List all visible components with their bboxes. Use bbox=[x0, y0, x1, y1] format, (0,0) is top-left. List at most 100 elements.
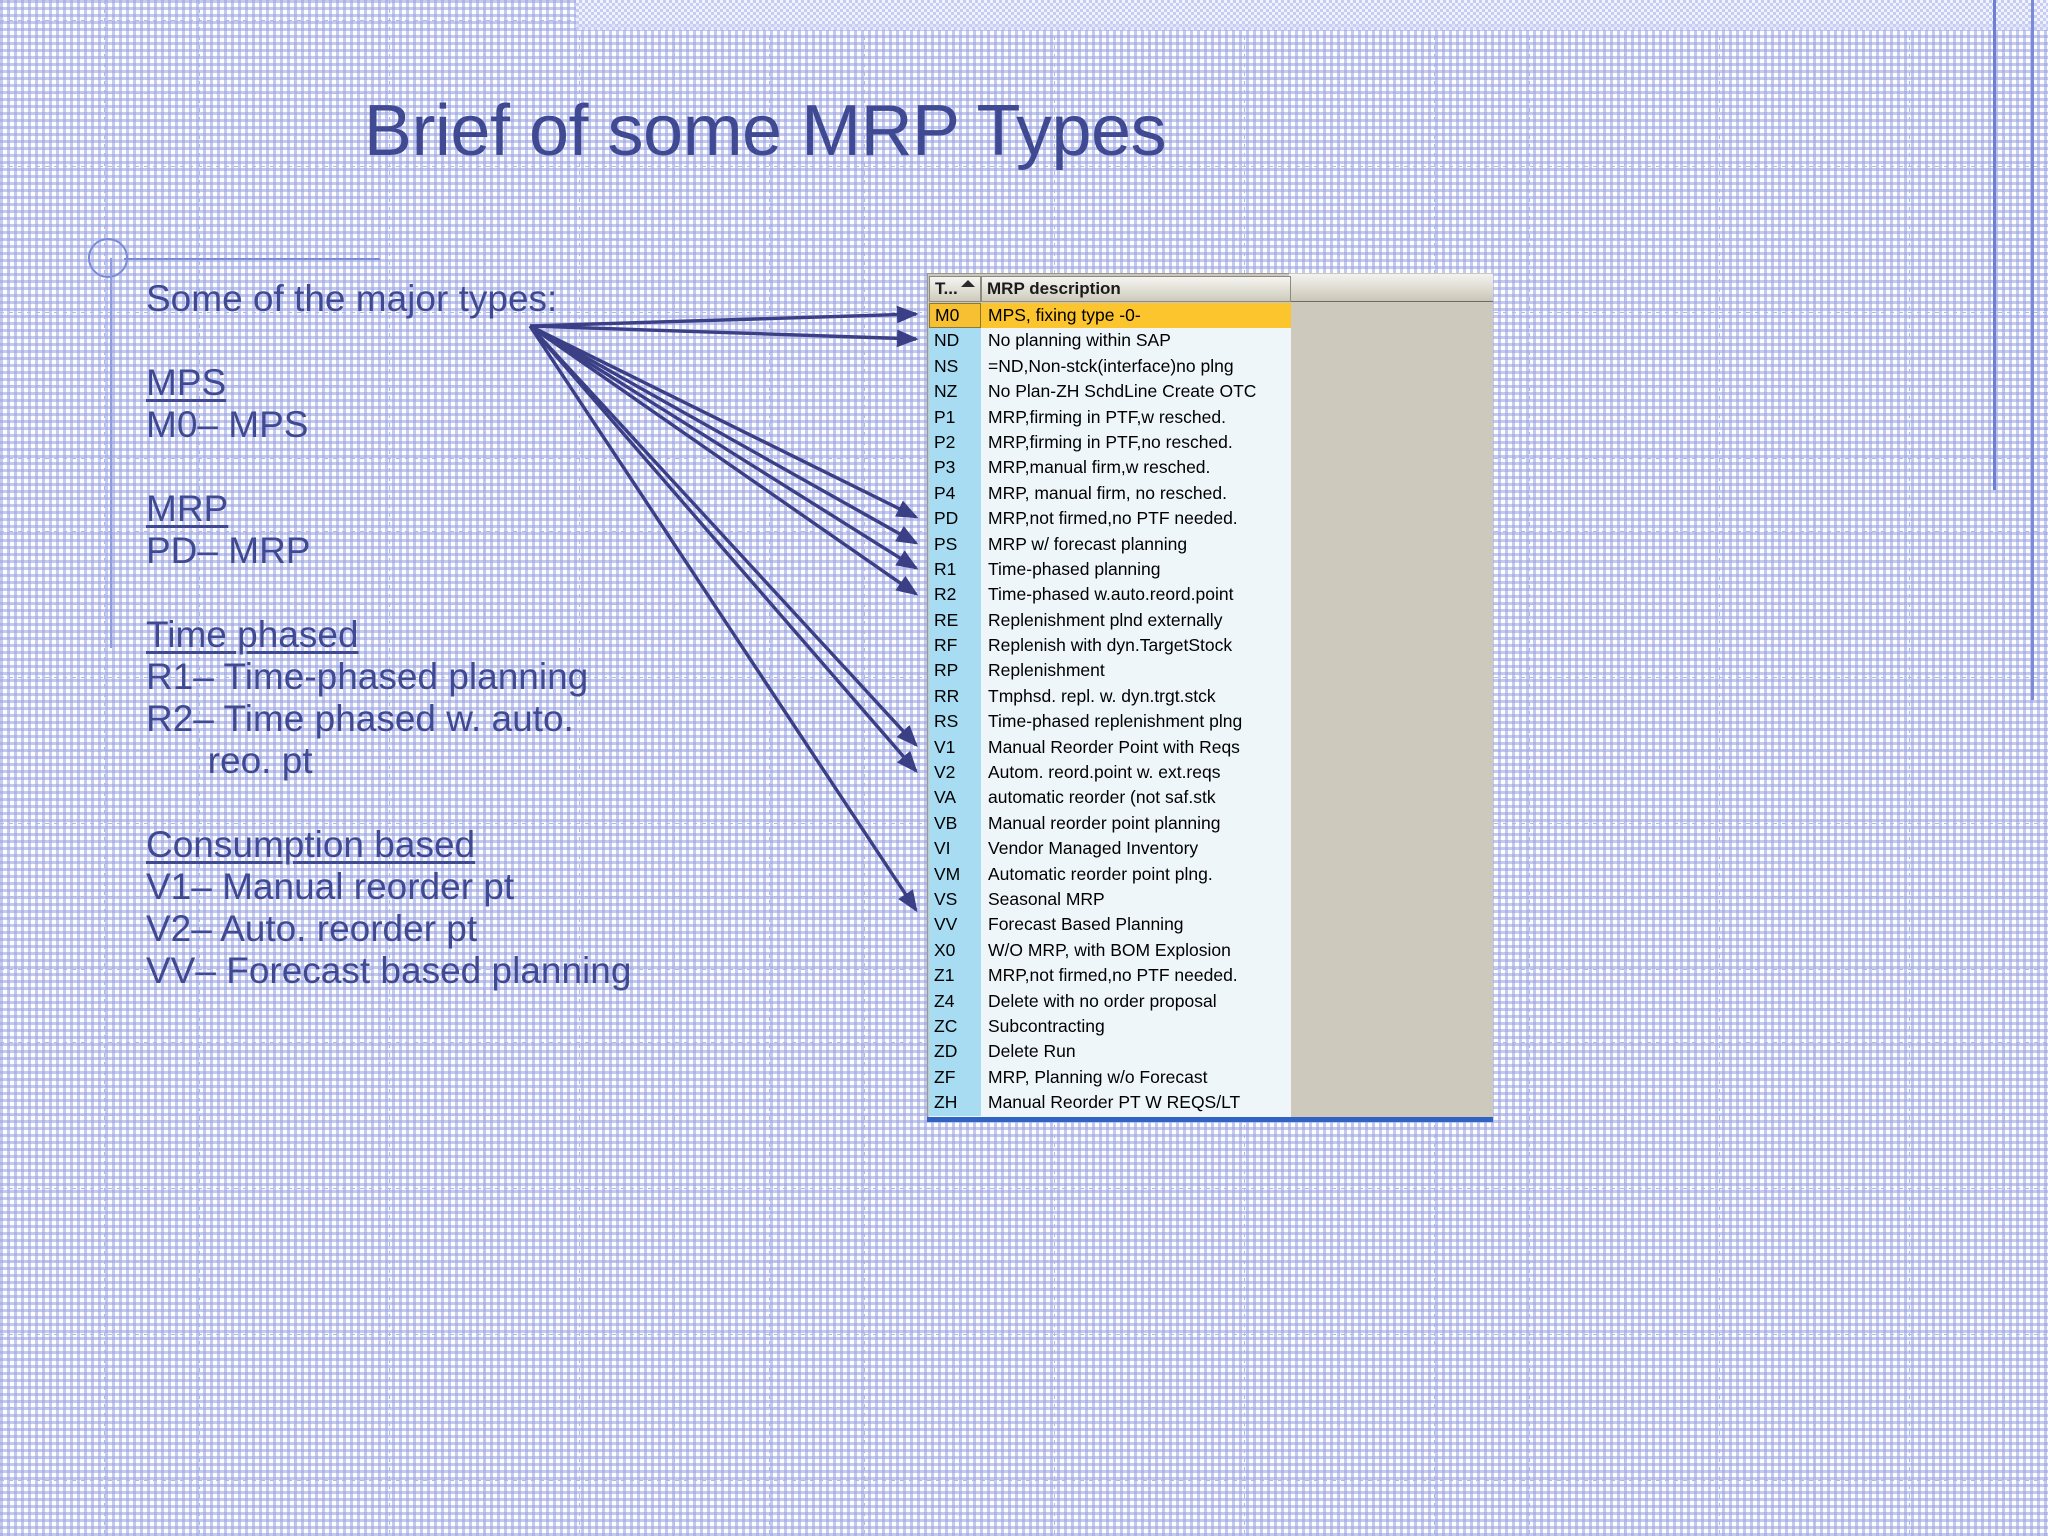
row-code[interactable]: Z4 bbox=[929, 988, 981, 1014]
table-row[interactable]: NS=ND,Non-stck(interface)no plng bbox=[929, 353, 1291, 380]
row-description[interactable]: Replenishment plnd externally bbox=[981, 607, 1291, 634]
row-code[interactable]: P2 bbox=[929, 429, 981, 456]
row-code[interactable]: RE bbox=[929, 607, 981, 634]
row-code[interactable]: ND bbox=[929, 328, 981, 354]
row-code[interactable]: P4 bbox=[929, 480, 981, 507]
row-code[interactable]: V1 bbox=[929, 734, 981, 761]
row-description[interactable]: Automatic reorder point plng. bbox=[981, 861, 1291, 887]
row-description[interactable]: Manual Reorder Point with Reqs bbox=[981, 734, 1291, 761]
row-code[interactable]: R1 bbox=[929, 556, 981, 583]
row-description[interactable]: Vendor Managed Inventory bbox=[981, 836, 1291, 862]
row-code[interactable]: M0 bbox=[929, 303, 981, 329]
row-description[interactable]: MRP,firming in PTF,no resched. bbox=[981, 429, 1291, 456]
row-description[interactable]: MRP,not firmed,no PTF needed. bbox=[981, 963, 1291, 989]
row-code[interactable]: PD bbox=[929, 506, 981, 532]
row-description[interactable]: Forecast Based Planning bbox=[981, 912, 1291, 938]
row-description[interactable]: Replenish with dyn.TargetStock bbox=[981, 633, 1291, 659]
row-description[interactable]: =ND,Non-stck(interface)no plng bbox=[981, 353, 1291, 380]
row-code[interactable]: VB bbox=[929, 810, 981, 837]
row-code[interactable]: ZF bbox=[929, 1064, 981, 1091]
row-description[interactable]: MRP w/ forecast planning bbox=[981, 531, 1291, 557]
row-description[interactable]: MPS, fixing type -0- bbox=[981, 303, 1291, 329]
row-code[interactable]: RP bbox=[929, 658, 981, 684]
row-code[interactable]: VS bbox=[929, 886, 981, 913]
row-code[interactable]: RS bbox=[929, 709, 981, 735]
row-description[interactable]: Time-phased planning bbox=[981, 556, 1291, 583]
sort-ascending-icon[interactable] bbox=[961, 280, 975, 287]
row-code[interactable]: NZ bbox=[929, 379, 981, 405]
row-description[interactable]: automatic reorder (not saf.stk bbox=[981, 785, 1291, 811]
row-description[interactable]: Replenishment bbox=[981, 658, 1291, 684]
row-description[interactable]: Autom. reord.point w. ext.reqs bbox=[981, 760, 1291, 786]
row-code[interactable]: X0 bbox=[929, 937, 981, 964]
row-description[interactable]: Time-phased w.auto.reord.point bbox=[981, 582, 1291, 608]
row-description[interactable]: No Plan-ZH SchdLine Create OTC bbox=[981, 379, 1291, 405]
row-description[interactable]: MRP, manual firm, no resched. bbox=[981, 480, 1291, 507]
row-description[interactable]: MRP, Planning w/o Forecast bbox=[981, 1064, 1291, 1091]
row-description[interactable]: Manual reorder point planning bbox=[981, 810, 1291, 837]
row-description[interactable]: MRP,manual firm,w resched. bbox=[981, 455, 1291, 481]
column-header-description[interactable]: MRP description bbox=[981, 276, 1291, 302]
row-description[interactable]: Tmphsd. repl. w. dyn.trgt.stck bbox=[981, 683, 1291, 710]
row-description[interactable]: Time-phased replenishment plng bbox=[981, 709, 1291, 735]
row-description[interactable]: No planning within SAP bbox=[981, 328, 1291, 354]
row-description[interactable]: Seasonal MRP bbox=[981, 886, 1291, 913]
row-code[interactable]: R2 bbox=[929, 582, 981, 608]
row-code[interactable]: NS bbox=[929, 353, 981, 380]
row-code[interactable]: ZC bbox=[929, 1013, 981, 1040]
row-code[interactable]: VM bbox=[929, 861, 981, 887]
row-code[interactable]: P3 bbox=[929, 455, 981, 481]
row-code[interactable]: VI bbox=[929, 836, 981, 862]
row-code[interactable]: VA bbox=[929, 785, 981, 811]
row-code[interactable]: RF bbox=[929, 633, 981, 659]
row-description[interactable]: Subcontracting bbox=[981, 1013, 1291, 1040]
column-header-type[interactable]: T... bbox=[929, 276, 981, 302]
row-code[interactable]: VV bbox=[929, 912, 981, 938]
row-code[interactable]: RR bbox=[929, 683, 981, 710]
row-code[interactable]: ZD bbox=[929, 1039, 981, 1065]
row-code[interactable]: PS bbox=[929, 531, 981, 557]
row-code[interactable]: V2 bbox=[929, 760, 981, 786]
row-description[interactable]: Delete with no order proposal bbox=[981, 988, 1291, 1014]
row-code[interactable]: P1 bbox=[929, 404, 981, 430]
row-code[interactable]: Z1 bbox=[929, 963, 981, 989]
row-description[interactable]: Manual Reorder PT W REQS/LT bbox=[981, 1090, 1291, 1116]
row-code[interactable]: ZH bbox=[929, 1090, 981, 1116]
row-description[interactable]: W/O MRP, with BOM Explosion bbox=[981, 937, 1291, 964]
row-description[interactable]: Delete Run bbox=[981, 1039, 1291, 1065]
row-description[interactable]: MRP,firming in PTF,w resched. bbox=[981, 404, 1291, 430]
row-description[interactable]: MRP,not firmed,no PTF needed. bbox=[981, 506, 1291, 532]
